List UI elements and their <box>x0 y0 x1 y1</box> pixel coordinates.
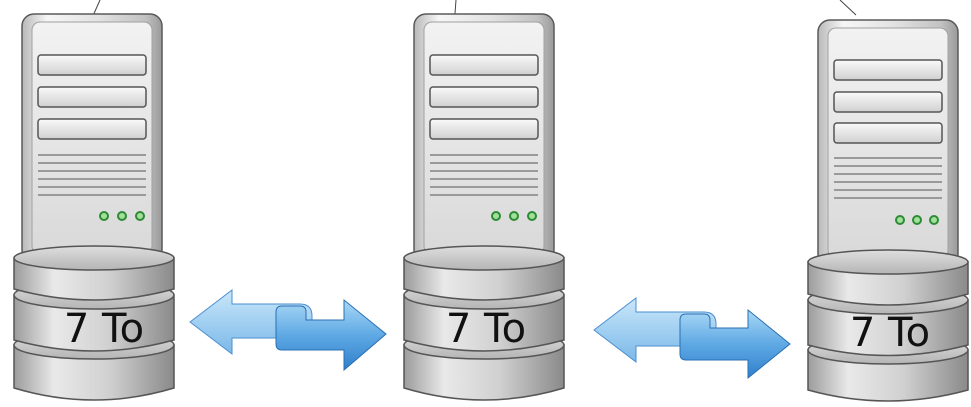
status-led-icon <box>99 211 145 221</box>
server-1: 7 To <box>13 0 175 401</box>
disk-stack-icon <box>807 249 969 402</box>
connector-line <box>839 0 857 16</box>
server-tower-icon <box>21 13 163 263</box>
server-tower-icon <box>817 19 959 267</box>
drive-bay <box>833 122 943 144</box>
drive-bay <box>37 86 147 108</box>
vent-grille <box>38 154 146 196</box>
vent-grille <box>430 154 538 196</box>
drive-bay <box>833 91 943 113</box>
server-tower-icon <box>413 13 555 263</box>
vent-grille <box>834 157 942 199</box>
disk-stack-icon <box>13 245 175 401</box>
disk-stack-icon <box>403 245 565 401</box>
drive-bay <box>37 54 147 76</box>
drive-bay <box>429 118 539 140</box>
storage-capacity-label: 7 To <box>446 306 526 352</box>
storage-capacity-label: 7 To <box>64 306 144 352</box>
server-2: 7 To <box>403 0 565 401</box>
drive-bay <box>429 86 539 108</box>
status-led-icon <box>491 211 537 221</box>
status-led-icon <box>895 215 939 225</box>
drive-bay <box>37 118 147 140</box>
server-3: 7 To <box>807 0 969 402</box>
bidirectional-arrow-icon <box>189 288 387 372</box>
drive-bay <box>429 54 539 76</box>
drive-bay <box>833 59 943 81</box>
bidirectional-arrow-icon <box>593 296 791 380</box>
storage-capacity-label: 7 To <box>850 310 930 356</box>
